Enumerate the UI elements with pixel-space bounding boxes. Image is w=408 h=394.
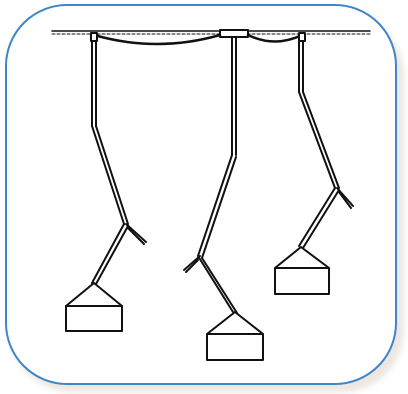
ceiling-hook-right: [298, 32, 306, 42]
ceiling-line: [51, 30, 371, 35]
pendant-light-left: [65, 41, 147, 332]
pendant-light-right: [274, 41, 354, 295]
pendant-light-middle: [183, 36, 264, 361]
ceiling-hook-left: [90, 32, 98, 42]
ceiling-canopy: [219, 29, 249, 38]
cable-swag-left: [92, 33, 222, 46]
cable-swag-right: [246, 33, 304, 43]
